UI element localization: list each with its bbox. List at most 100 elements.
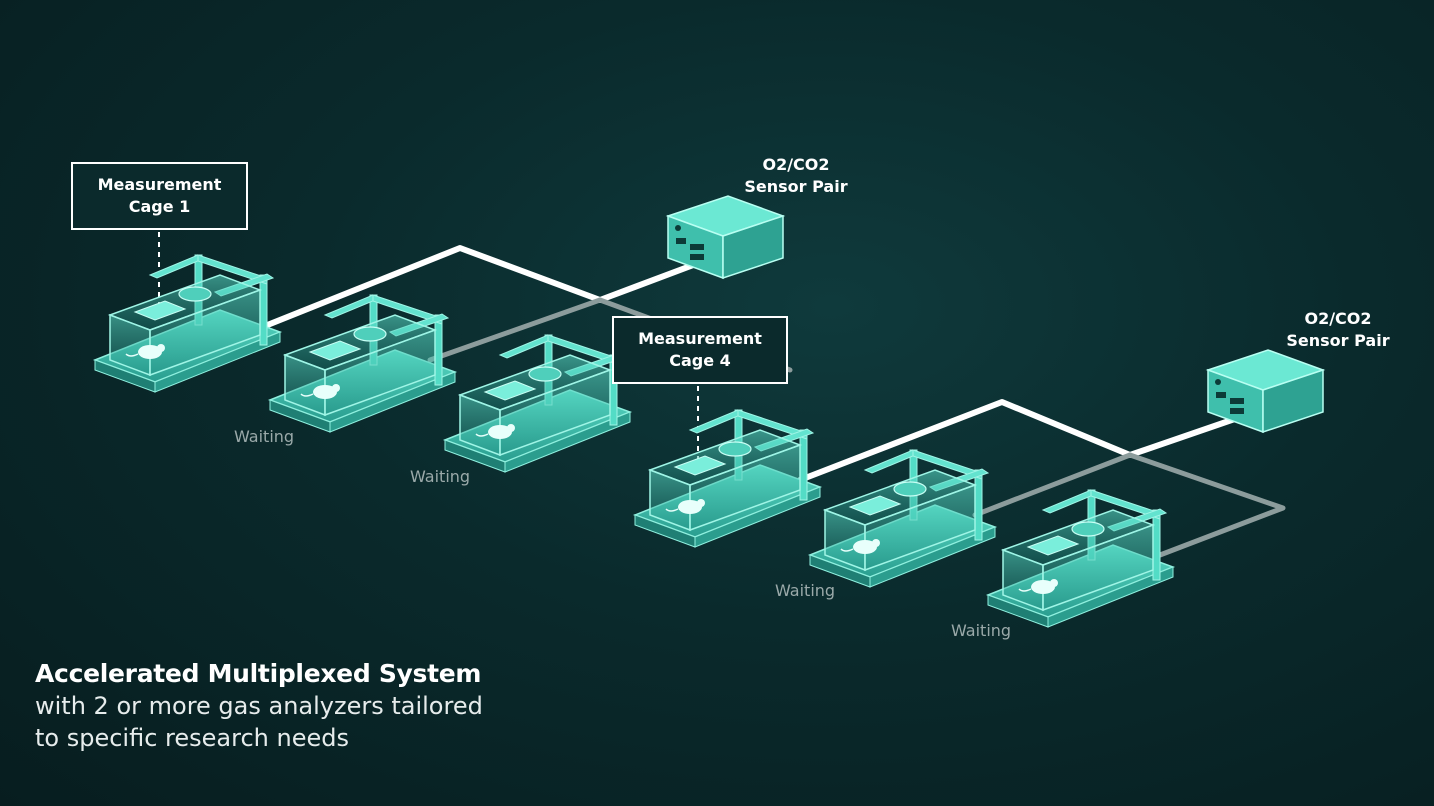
cage-4 — [632, 409, 823, 548]
cage-2-frame-arm-2 — [372, 294, 443, 325]
cage-4-lid-port — [718, 441, 752, 457]
cage-1-lid-port — [178, 286, 212, 302]
cage-6-status: Waiting — [951, 621, 1012, 640]
inactive-tube-2b — [1127, 452, 1286, 558]
cage-3-lid-port — [528, 366, 562, 382]
cage-3-mouse-tail — [475, 433, 489, 437]
inactive-tube-1a — [427, 297, 603, 363]
cage-2-mouse-icon — [300, 384, 340, 399]
cage-6-frame-arm-2 — [1090, 489, 1161, 520]
sensor-1-indicator — [675, 225, 681, 231]
cage-4-frame-arm-2 — [737, 409, 808, 440]
cage-3-lid-plate — [483, 380, 537, 401]
cage-1 — [92, 254, 283, 393]
cage-4-frame-post-right — [799, 429, 808, 501]
cage-1-base-side-right — [154, 331, 281, 393]
cage-3 — [442, 334, 633, 473]
cage-4-mouse-tail — [665, 508, 679, 512]
cage-5-mouse-icon — [840, 539, 880, 554]
cage-4-mouse-body — [678, 500, 702, 514]
sensor-1-port-2 — [690, 244, 704, 250]
caption: Accelerated Multiplexed System with 2 or… — [35, 658, 483, 754]
cage-1-box-front — [149, 288, 261, 377]
cage-2-mouse-tail — [300, 393, 314, 397]
cage-4-mouse-icon — [665, 499, 705, 514]
measurement-cage-4-label: Measurement Cage 4 — [612, 316, 788, 384]
active-tube-1a — [252, 245, 603, 333]
cage-2-status: Waiting — [234, 427, 295, 446]
cage-2-mouse-body — [313, 385, 337, 399]
cage-1-mouse-head — [157, 344, 165, 352]
cage-5-mouse-tail — [840, 548, 854, 552]
cage-6-mouse-tail — [1018, 588, 1032, 592]
cage-1-lid-plate — [133, 300, 187, 321]
cage-1-mouse-icon — [125, 344, 165, 359]
cage-3-mouse-icon — [475, 424, 515, 439]
cage-5-frame-post-right — [974, 469, 983, 541]
cage-3-mouse-head — [507, 424, 515, 432]
sensor-2-port-3 — [1230, 408, 1244, 414]
caption-title: Accelerated Multiplexed System — [35, 659, 482, 688]
cage-1-frame-post-right — [259, 274, 268, 346]
caption-subtitle: with 2 or more gas analyzers tailored to… — [35, 690, 483, 754]
cage1-label-line2: Cage 1 — [128, 197, 191, 216]
sensors-group — [665, 195, 1326, 434]
cage-4-mouse-head — [697, 499, 705, 507]
cages-group — [92, 254, 1176, 628]
caption-line-2: to specific research needs — [35, 724, 349, 752]
cage-3-status: Waiting — [410, 467, 471, 486]
cage-4-base-side-right — [694, 486, 821, 548]
cage-1-frame-arm-2 — [197, 254, 268, 285]
cage-4-box-front — [689, 443, 801, 532]
cage-6-frame-post-right — [1152, 509, 1161, 581]
sensor2-label-line2: Sensor Pair — [1286, 331, 1390, 350]
cage1-label-line1: Measurement — [97, 175, 222, 194]
sensor-2-indicator — [1215, 379, 1221, 385]
tubing-lines — [158, 232, 1286, 558]
cage-2-lid-plate — [308, 340, 362, 361]
sensor-1-side — [722, 214, 784, 280]
cage-5-mouse-body — [853, 540, 877, 554]
sensor-1-port-1 — [676, 238, 686, 244]
cage-5 — [807, 449, 998, 588]
sensor-1-port-3 — [690, 254, 704, 260]
cage-2-mouse-head — [332, 384, 340, 392]
cage-5-lid-plate — [848, 495, 902, 516]
cage-3-box-front — [499, 368, 611, 457]
sensor-2-port-1 — [1216, 392, 1226, 398]
cage-6-base-side-right — [1047, 566, 1174, 628]
inactive-tube-2a — [972, 452, 1133, 518]
sensor-2-port-2 — [1230, 398, 1244, 404]
sensor1-label-line1: O2/CO2 — [762, 155, 830, 174]
cage-5-lid-port — [893, 481, 927, 497]
sensor-pair-2 — [1205, 349, 1326, 434]
cage-5-status: Waiting — [775, 581, 836, 600]
sensor2-label-line1: O2/CO2 — [1304, 309, 1372, 328]
cage-6-mouse-icon — [1018, 579, 1058, 594]
cage-2 — [267, 294, 458, 433]
cage-2-base-side-right — [329, 371, 456, 433]
cage-5-base-side-right — [869, 526, 996, 588]
cage-3-base-side-right — [504, 411, 631, 473]
cage-1-mouse-tail — [125, 353, 139, 357]
caption-line-1: with 2 or more gas analyzers tailored — [35, 692, 483, 720]
cage-2-frame-post-right — [434, 314, 443, 386]
cage-4-lid-plate — [673, 455, 727, 476]
cage-6-lid-plate — [1026, 535, 1080, 556]
sensor-pair-1-label: O2/CO2 Sensor Pair — [736, 154, 856, 198]
cage-6-lid-port — [1071, 521, 1105, 537]
cage-6 — [985, 489, 1176, 628]
cage4-label-line1: Measurement — [638, 329, 762, 348]
cage-5-mouse-head — [872, 539, 880, 547]
cage-6-mouse-body — [1031, 580, 1055, 594]
cage-1-mouse-body — [138, 345, 162, 359]
sensor1-label-line2: Sensor Pair — [744, 177, 848, 196]
cage-2-box-front — [324, 328, 436, 417]
sensor-pair-1 — [665, 195, 786, 280]
cage-6-box-front — [1042, 523, 1154, 612]
active-tube-2a — [797, 399, 1133, 483]
cage-5-box-front — [864, 483, 976, 572]
cage-2-lid-port — [353, 326, 387, 342]
sensor-pair-2-label: O2/CO2 Sensor Pair — [1278, 308, 1398, 352]
